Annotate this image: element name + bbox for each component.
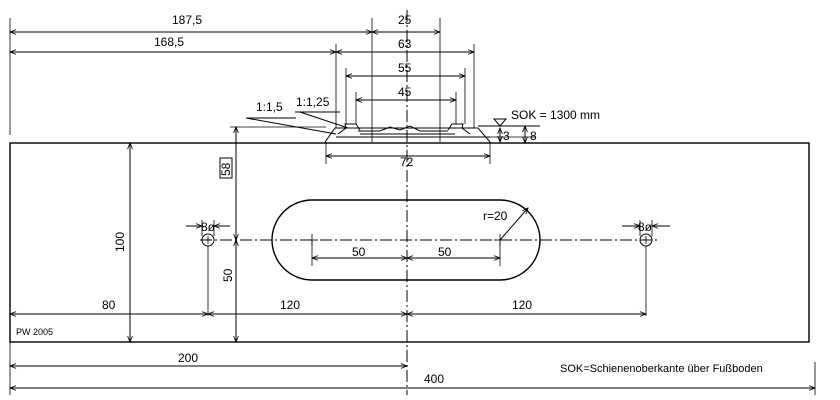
- sok-label: SOK = 1300 mm: [511, 108, 600, 122]
- left-vertical-dims: [130, 127, 326, 342]
- dim-200: 200: [178, 351, 198, 365]
- hole-left-label: 8ø: [201, 220, 216, 234]
- dim-72: 72: [400, 155, 414, 169]
- dim-187-5: 187,5: [172, 13, 202, 27]
- slot-cutout: [271, 199, 541, 281]
- dim-63: 63: [398, 37, 412, 51]
- slope-1-1-25: 1:1,25: [296, 95, 330, 109]
- dim-50-left: 50: [352, 245, 366, 259]
- dim-45: 45: [398, 85, 412, 99]
- dim-400: 400: [424, 372, 444, 386]
- hole-right-label: 8ø: [638, 220, 653, 234]
- stamp-label: PW 2005: [16, 327, 53, 337]
- dim-100: 100: [113, 232, 127, 252]
- slope-1-1-5: 1:1,5: [256, 100, 283, 114]
- dim-50-vertical: 50: [221, 268, 235, 282]
- hole-left: [186, 220, 230, 316]
- dim-8: 8: [530, 129, 537, 143]
- dim-80: 80: [102, 298, 116, 312]
- legend-text: SOK=Schienenoberkante über Fußboden: [560, 363, 763, 375]
- radius-label: r=20: [483, 209, 508, 223]
- dim-58: 58: [219, 162, 233, 176]
- dim-120-left: 120: [280, 298, 300, 312]
- dim-168-5: 168,5: [154, 35, 184, 49]
- dim-55: 55: [398, 61, 412, 75]
- top-dimensions: [10, 18, 490, 164]
- dim-120-right: 120: [512, 298, 532, 312]
- outer-bottom-dims: [10, 342, 815, 395]
- dim-3: 3: [503, 129, 510, 143]
- hole-right: [622, 220, 670, 316]
- dim-25: 25: [398, 13, 412, 27]
- dim-50-right: 50: [438, 245, 452, 259]
- rail-profile: [245, 111, 491, 143]
- sok-marker: [478, 118, 540, 143]
- board-outline: [9, 142, 810, 343]
